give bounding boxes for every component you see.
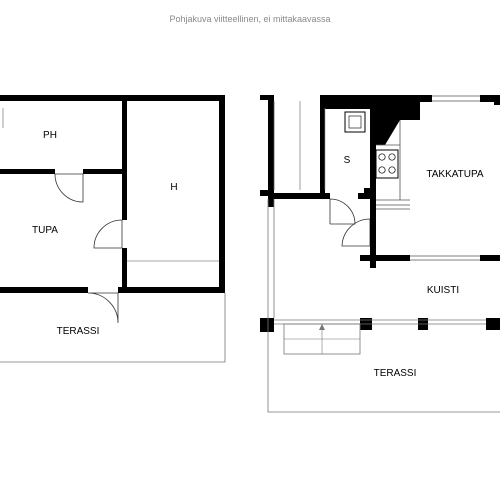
stove-icon <box>348 115 362 129</box>
room-label-terassi: TERASSI <box>374 368 417 379</box>
right-building: S TAKKATUPA KUISTI TERASSI <box>260 95 500 413</box>
wall-partition <box>122 95 127 220</box>
wall-top <box>480 95 500 102</box>
wall-kuisti <box>360 255 410 261</box>
terrace-outline <box>267 199 500 413</box>
door-swing-h <box>93 219 123 249</box>
room-label-h: H <box>170 182 177 193</box>
wall-right <box>219 95 225 293</box>
room-label-takkatupa: TAKKATUPA <box>426 169 484 180</box>
burner-icon <box>378 166 386 174</box>
wall-partition <box>274 193 330 199</box>
post <box>486 318 500 330</box>
wall-kuisti <box>370 213 376 268</box>
wall-partition <box>370 108 376 213</box>
wall-partition <box>358 193 374 199</box>
room-label-ph: PH <box>43 130 57 141</box>
wall-bottom <box>118 287 225 293</box>
burner-icon <box>388 166 396 174</box>
wall-top <box>0 95 225 101</box>
door-swing-ph <box>54 173 84 203</box>
burner-icon <box>388 153 396 161</box>
wall-right <box>494 95 500 105</box>
door-swing-entry <box>87 292 119 324</box>
wall-partition <box>83 169 126 174</box>
terrace-outline <box>0 293 226 363</box>
wall-left <box>260 190 274 196</box>
left-building: PH H TUPA TERASSI <box>0 95 226 363</box>
wall-partition <box>122 248 127 293</box>
room-label-tupa: TUPA <box>32 225 58 236</box>
arrow-icon <box>319 324 325 330</box>
fireplace-block <box>372 95 420 145</box>
wall-top <box>260 95 273 100</box>
wall-partition <box>0 169 55 174</box>
burner-icon <box>378 153 386 161</box>
plan-caption: Pohjakuva viitteellinen, ei mittakaavass… <box>169 14 330 24</box>
wall-bottom <box>0 287 88 293</box>
cooktop-icon <box>375 149 399 179</box>
post <box>260 318 274 332</box>
door-swing-kuisti <box>341 218 371 247</box>
wall-kuisti <box>480 255 500 261</box>
wall-partition <box>364 188 376 194</box>
room-label-kuisti: KUISTI <box>427 285 459 296</box>
wall-left <box>268 95 274 207</box>
room-label-s: S <box>344 155 351 166</box>
door-swing-s <box>329 198 356 225</box>
room-label-terassi: TERASSI <box>57 326 100 337</box>
wall-partition <box>320 100 325 195</box>
stove-icon <box>344 111 366 133</box>
